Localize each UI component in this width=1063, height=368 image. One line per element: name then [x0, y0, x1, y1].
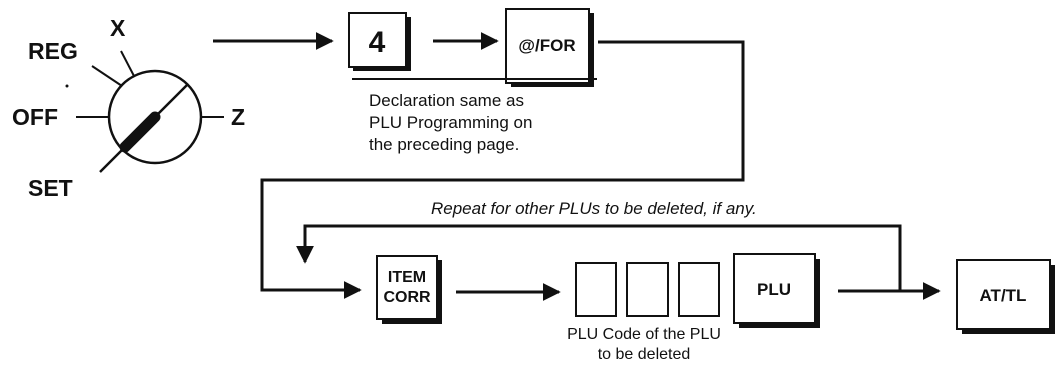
key-at-for-label: @/FOR: [518, 36, 575, 55]
plu-code-caption: PLU Code of the PLU to be deleted: [567, 326, 721, 363]
key-item-corr-line1: ITEM: [388, 269, 426, 286]
key-item-corr-line2: CORR: [383, 289, 431, 306]
key-at-tl-label: AT/TL: [980, 286, 1027, 305]
declaration-note-line1: Declaration same as: [369, 91, 524, 110]
plu-code-digit-box: [626, 262, 669, 317]
key-at-tl: AT/TL: [956, 259, 1055, 334]
mode-switch: REG X OFF Z SET: [12, 15, 245, 201]
mode-label-x: X: [110, 15, 126, 41]
mode-label-set: SET: [28, 175, 73, 201]
plu-code-digit-box: [678, 262, 720, 317]
mode-key-blade: [119, 111, 161, 153]
mode-tick-reg: [91, 65, 123, 87]
repeat-note: Repeat for other PLUs to be deleted, if …: [431, 199, 757, 218]
key-4: 4: [348, 12, 411, 71]
key-plu: PLU: [733, 253, 820, 328]
mode-label-off: OFF: [12, 104, 58, 130]
declaration-note: Declaration same as PLU Programming on t…: [369, 91, 532, 154]
key-plu-label: PLU: [757, 280, 791, 299]
key-at-for: @/FOR: [505, 8, 594, 87]
plu-code-caption-line1: PLU Code of the PLU: [567, 326, 721, 343]
key-4-label: 4: [369, 26, 386, 59]
declaration-note-line3: the preceding page.: [369, 135, 519, 154]
mode-label-reg: REG: [28, 38, 78, 64]
mode-label-z: Z: [231, 104, 245, 130]
mode-tick-x: [120, 50, 135, 77]
key-item-corr: ITEM CORR: [376, 255, 442, 324]
declaration-note-line2: PLU Programming on: [369, 113, 532, 132]
plu-code-digit-box: [575, 262, 617, 317]
connector-for-to-itemcorr: [260, 40, 745, 299]
plu-code-boxes: [575, 262, 720, 317]
mode-dot: [65, 84, 69, 88]
plu-code-caption-line2: to be deleted: [598, 346, 691, 363]
repeat-loop-line: [296, 224, 902, 290]
